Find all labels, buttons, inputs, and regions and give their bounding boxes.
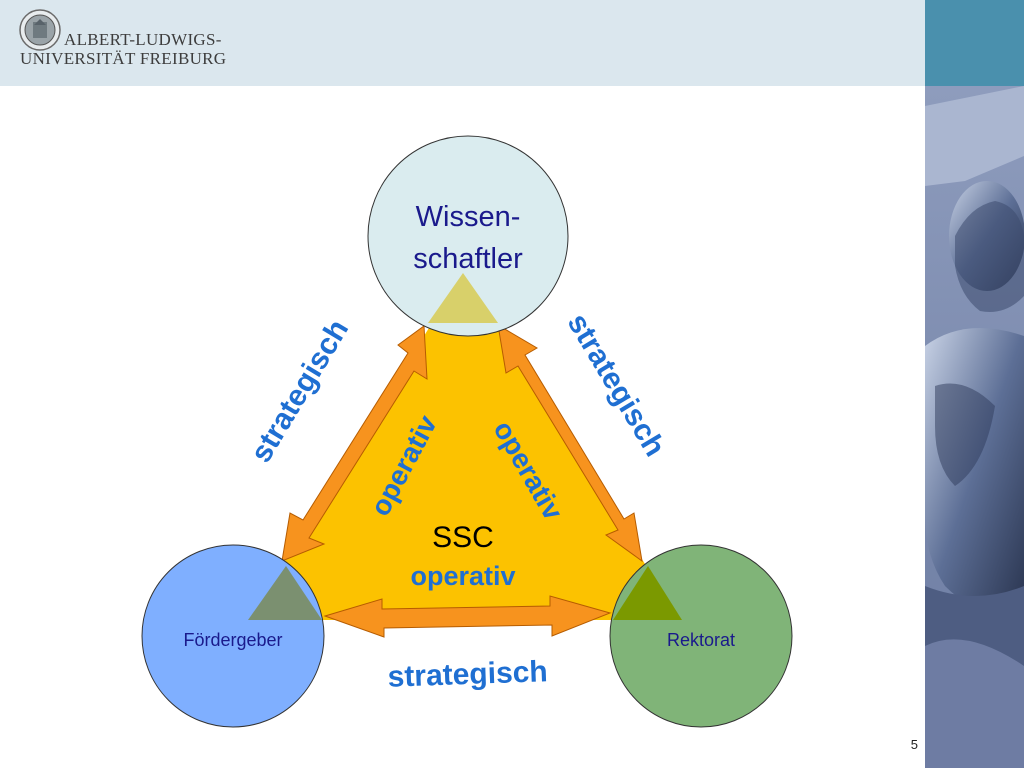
arrow-right-side: [497, 324, 643, 563]
label-strategisch-bottom: strategisch: [387, 655, 548, 694]
university-seal-icon: [19, 9, 61, 51]
label-strategisch-right: strategisch: [561, 308, 672, 462]
right-overlap-tip: [613, 566, 682, 620]
node-label-wissenschaftler-line2: schaftler: [413, 243, 523, 275]
label-strategisch-left: strategisch: [244, 314, 355, 468]
node-label-rektorat: Rektorat: [667, 630, 735, 650]
top-overlap-tip: [428, 273, 498, 323]
page-number: 5: [910, 737, 918, 752]
node-circle-wissenschaftler: [367, 135, 569, 337]
node-label-wissenschaftler-line1: Wissen-: [416, 201, 521, 233]
university-wordmark: ALBERT-LUDWIGS- UNIVERSITÄT FREIBURG: [20, 30, 226, 68]
node-label-foerdergeber: Fördergeber: [183, 630, 282, 650]
arrow-bottom: [323, 595, 612, 638]
university-name-line2: UNIVERSITÄT FREIBURG: [20, 49, 227, 68]
university-name-line1: ALBERT-LUDWIGS-: [64, 30, 222, 49]
header-accent-block: [925, 0, 1024, 86]
left-overlap-tip: [248, 566, 322, 620]
statue-image: [925, 86, 1024, 768]
center-label-ssc: SSC: [432, 521, 494, 554]
ssc-triangle: [248, 273, 680, 620]
header-bar: [0, 0, 925, 86]
center-label-operativ: operativ: [410, 561, 515, 591]
stakeholder-diagram: Wissen- schaftler Fördergeber Rektorat S…: [141, 135, 793, 728]
